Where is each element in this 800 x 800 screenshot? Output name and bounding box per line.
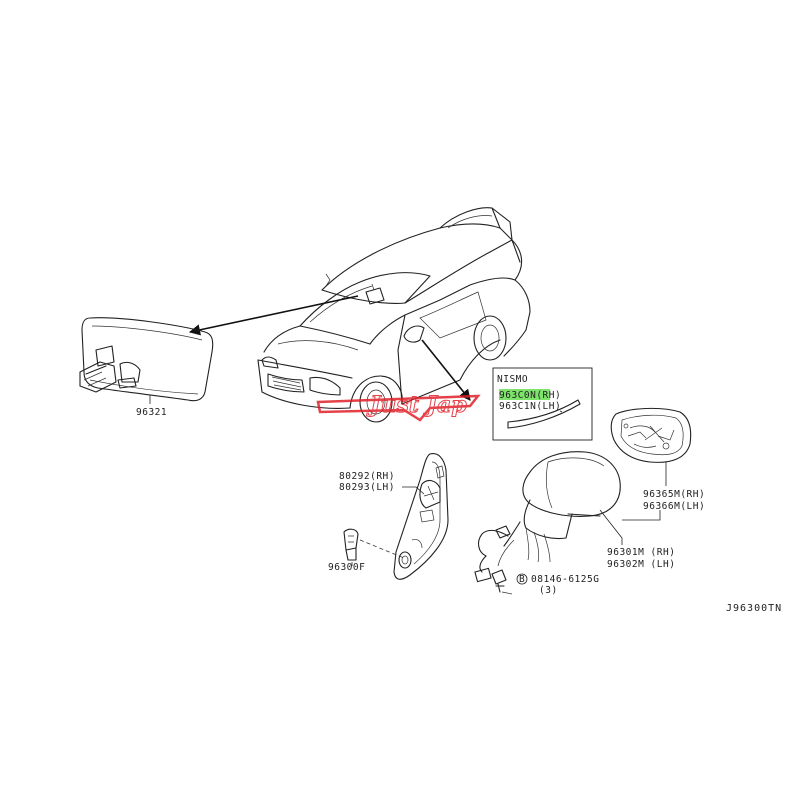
mirror-glass [610, 407, 692, 463]
clip [343, 528, 359, 561]
arrow-to-door-mirror [421, 339, 471, 401]
inner-mirror [79, 317, 214, 404]
bolts [491, 569, 513, 595]
highlight-marker [499, 389, 550, 400]
leader-mirror-glass [622, 510, 661, 521]
clip-dashed-line [359, 539, 405, 559]
door-mirror-assembly [474, 451, 621, 583]
bolt-marker-circle [516, 573, 528, 585]
watermark-logo: Just Jap [316, 392, 481, 422]
bolt-marker: B [519, 574, 525, 585]
car-illustration [257, 207, 531, 423]
label-bolt-qty: (3) [539, 585, 558, 596]
label-963C1N: 963C1N(LH) [499, 401, 561, 412]
diagram-code: J96300TN [726, 603, 782, 614]
leader-mirror [599, 509, 623, 545]
nismo-box: NISMO 963C0N(RH) 963C1N(LH) [492, 367, 593, 441]
leader-cover [402, 486, 425, 495]
label-96366M: 96366M(LH) [643, 501, 705, 512]
label-96301M: 96301M (RH) [607, 547, 675, 558]
label-96302M: 96302M (LH) [607, 559, 675, 570]
label-08146-6125G: 08146-6125G [531, 574, 599, 585]
watermark-text: Just Jap [366, 392, 467, 418]
label-96365M: 96365M(RH) [643, 489, 705, 500]
label-80292: 80292(RH) [339, 471, 395, 482]
label-963C0N: 963C0N(RH) [499, 390, 561, 401]
arrow-to-inner-mirror [188, 295, 359, 336]
nismo-header: NISMO [497, 374, 528, 385]
corner-cover [393, 453, 449, 580]
label-80293: 80293(LH) [339, 482, 395, 493]
label-96300F: 96300F [328, 562, 365, 573]
label-96321: 96321 [136, 407, 167, 418]
